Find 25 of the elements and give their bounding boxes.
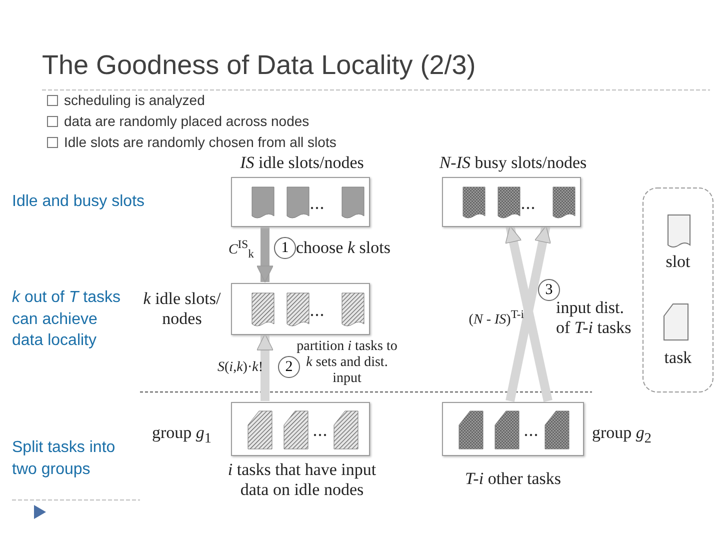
edge-label: input dist. of T-i tasks bbox=[556, 298, 632, 338]
formula: S(i,k)·k! bbox=[216, 360, 263, 376]
step-number: 2 bbox=[278, 356, 300, 378]
edge-label: choose k slots bbox=[296, 238, 392, 258]
side-note: Idle and busy slots bbox=[12, 192, 146, 212]
node-heading: group g$_{1}$ bbox=[152, 423, 212, 447]
side-note: k out of T tasks can achieve data locality bbox=[12, 288, 122, 352]
node-heading: group g$_{2}$ bbox=[592, 423, 652, 447]
node-heading: N-IS busy slots/nodes bbox=[438, 153, 588, 173]
arrow bbox=[256, 334, 274, 401]
step-number: 3 bbox=[538, 279, 560, 301]
legend-text: slot bbox=[664, 252, 692, 272]
node-heading: k idle slots/ nodes bbox=[142, 289, 222, 328]
bullet-text: data are randomly placed across nodes bbox=[64, 113, 310, 129]
arrow bbox=[256, 226, 274, 282]
legend-text: task bbox=[663, 348, 693, 368]
slide-title: The Goodness of Data Locality (2/3) bbox=[42, 50, 476, 81]
node-heading: IS idle slots/nodes bbox=[239, 153, 365, 173]
bullet-text: Idle slots are randomly chosen from all slots bbox=[64, 134, 338, 150]
bullet-text: scheduling is analyzed bbox=[64, 92, 206, 108]
formula: (N - IS)$^{T-i}$ bbox=[468, 308, 524, 329]
node-caption: i tasks that have input data on idle nodes bbox=[226, 460, 378, 500]
step-number: 1 bbox=[274, 237, 296, 259]
side-note: Split tasks into two groups bbox=[12, 438, 116, 480]
node-caption: T-i other tasks bbox=[464, 469, 562, 489]
